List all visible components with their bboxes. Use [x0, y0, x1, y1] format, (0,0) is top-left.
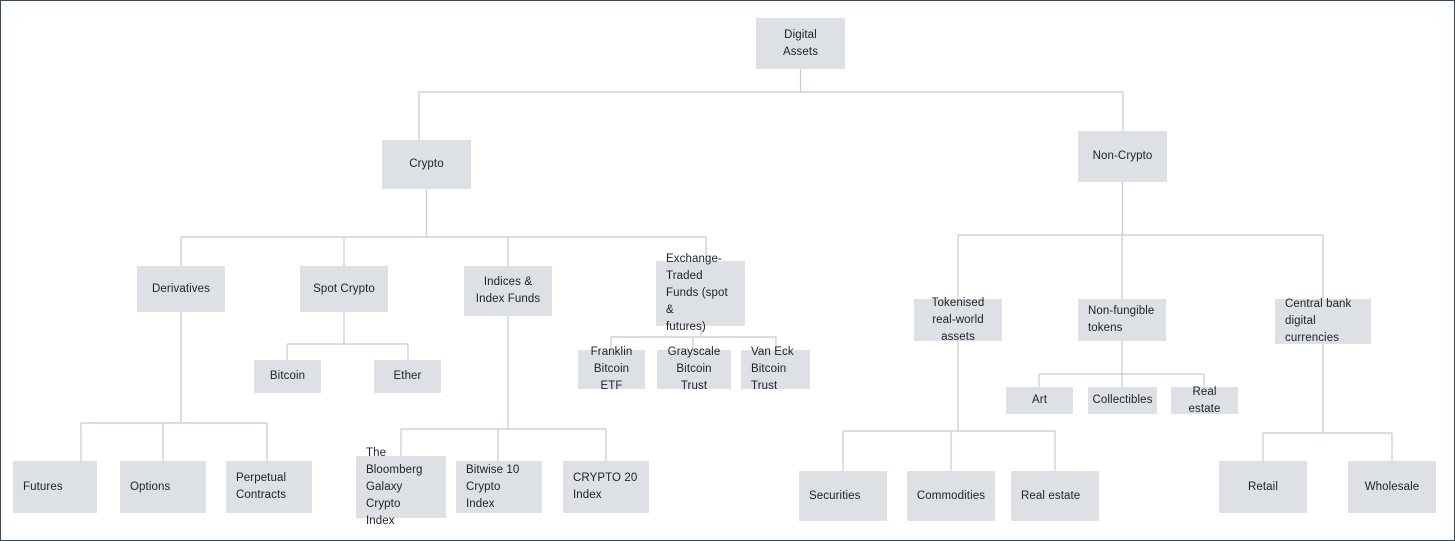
node-ether[interactable]: Ether	[374, 360, 441, 393]
node-digital-assets[interactable]: Digital Assets	[756, 18, 845, 69]
node-options[interactable]: Options	[120, 461, 206, 513]
node-crypto20-index[interactable]: CRYPTO 20 Index	[563, 461, 649, 513]
node-tokenised-rwa[interactable]: Tokenised real-world assets	[914, 297, 1002, 343]
node-bitcoin[interactable]: Bitcoin	[254, 360, 321, 393]
node-securities[interactable]: Securities	[799, 471, 887, 521]
node-real-estate-rwa[interactable]: Real estate	[1011, 471, 1099, 521]
node-derivatives[interactable]: Derivatives	[137, 266, 225, 312]
node-real-estate-nft[interactable]: Real estate	[1171, 386, 1238, 415]
node-grayscale-trust[interactable]: Grayscale Bitcoin Trust	[657, 346, 731, 392]
node-vaneck-trust[interactable]: Van Eck Bitcoin Trust	[741, 346, 810, 392]
node-franklin-bitcoin-etf[interactable]: Franklin Bitcoin ETF	[578, 346, 645, 392]
node-nft[interactable]: Non-fungible tokens	[1078, 299, 1166, 341]
node-bloomberg-index[interactable]: The Bloomberg Galaxy Crypto Index	[356, 447, 446, 527]
node-crypto[interactable]: Crypto	[382, 140, 471, 189]
node-non-crypto[interactable]: Non-Crypto	[1078, 131, 1167, 182]
node-spot-crypto[interactable]: Spot Crypto	[300, 266, 388, 312]
node-etf[interactable]: Exchange-Traded Funds (spot & futures)	[656, 253, 745, 333]
node-cbdc[interactable]: Central bank digital currencies	[1275, 298, 1371, 344]
node-bitwise-index[interactable]: Bitwise 10 Crypto Index	[456, 461, 542, 513]
node-collectibles[interactable]: Collectibles	[1088, 387, 1157, 414]
node-indices-index-funds[interactable]: Indices & Index Funds	[464, 266, 552, 316]
node-retail[interactable]: Retail	[1219, 461, 1307, 513]
node-perpetual-contracts[interactable]: Perpetual Contracts	[226, 461, 312, 513]
node-commodities[interactable]: Commodities	[907, 471, 995, 521]
node-wholesale[interactable]: Wholesale	[1348, 461, 1436, 513]
node-art[interactable]: Art	[1006, 387, 1073, 414]
node-futures[interactable]: Futures	[13, 461, 97, 513]
